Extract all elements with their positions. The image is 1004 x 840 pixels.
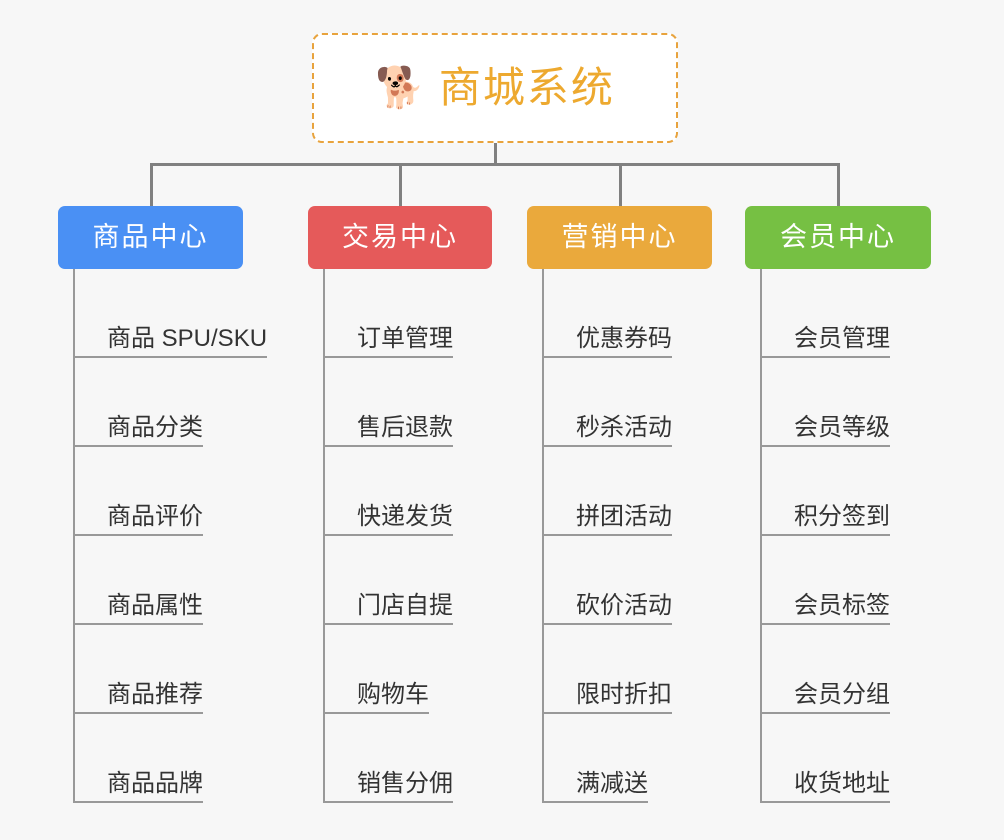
- branch-item[interactable]: 会员分组: [760, 625, 890, 714]
- branch-item-underline: [323, 356, 453, 358]
- branch-item-label: 商品属性: [107, 591, 203, 619]
- branch-item[interactable]: 商品推荐: [73, 625, 267, 714]
- branch-item[interactable]: 销售分佣: [323, 714, 453, 803]
- branch-item-underline: [73, 712, 203, 714]
- branch-spine-line: [542, 269, 544, 803]
- branch-header-product-center[interactable]: 商品中心: [58, 206, 243, 269]
- branch-item-label: 拼团活动: [576, 502, 672, 530]
- branch-item-underline: [323, 534, 453, 536]
- branch-item[interactable]: 商品分类: [73, 358, 267, 447]
- branch-item-label: 商品品牌: [107, 769, 203, 797]
- branch-item[interactable]: 砍价活动: [542, 536, 672, 625]
- branch-item-label: 订单管理: [357, 324, 453, 352]
- branch-item[interactable]: 积分签到: [760, 447, 890, 536]
- branch-item-underline: [542, 356, 672, 358]
- branch-spine-line: [760, 269, 762, 803]
- branch-item-label: 会员标签: [794, 591, 890, 619]
- branch-item-label: 门店自提: [357, 591, 453, 619]
- branch-item-label: 优惠券码: [576, 324, 672, 352]
- branch-item-label: 商品 SPU/SKU: [107, 324, 268, 352]
- branch-item[interactable]: 秒杀活动: [542, 358, 672, 447]
- branch-header-label: 营销中心: [561, 222, 678, 252]
- branch-item[interactable]: 限时折扣: [542, 625, 672, 714]
- branch-item-underline: [73, 623, 203, 625]
- branch-item-underline: [542, 712, 672, 714]
- branch-item-list: 优惠券码秒杀活动拼团活动砍价活动限时折扣满减送: [542, 269, 672, 803]
- branch-item[interactable]: 优惠券码: [542, 269, 672, 358]
- branch-item-underline: [760, 534, 890, 536]
- branch-item-underline: [73, 445, 203, 447]
- branch-item-underline: [73, 356, 267, 358]
- shiba-dog-icon: 🐕: [375, 66, 425, 110]
- branch-item-underline: [760, 445, 890, 447]
- branch-item-underline: [760, 623, 890, 625]
- branch-header-member-center[interactable]: 会员中心: [745, 206, 931, 269]
- branch-item-label: 快递发货: [357, 502, 453, 530]
- branch-item-label: 砍价活动: [576, 591, 672, 619]
- branch-item[interactable]: 满减送: [542, 714, 672, 803]
- branch-item[interactable]: 会员管理: [760, 269, 890, 358]
- branch-item[interactable]: 商品属性: [73, 536, 267, 625]
- branch-item-label: 会员等级: [794, 413, 890, 441]
- branch-header-label: 会员中心: [780, 222, 896, 252]
- branch-drop-line-3: [837, 163, 840, 206]
- branch-item-label: 商品评价: [107, 502, 203, 530]
- branch-item[interactable]: 订单管理: [323, 269, 453, 358]
- branch-header-label: 交易中心: [342, 222, 458, 252]
- branch-item[interactable]: 购物车: [323, 625, 453, 714]
- branch-item[interactable]: 商品评价: [73, 447, 267, 536]
- branch-drop-line-0: [149, 163, 153, 206]
- branch-item-label: 收货地址: [794, 769, 890, 797]
- branch-header-marketing-center[interactable]: 营销中心: [527, 206, 712, 269]
- branch-item-underline: [73, 534, 203, 536]
- root-stem-line: [494, 143, 497, 166]
- branch-item[interactable]: 拼团活动: [542, 447, 672, 536]
- branch-drop-line-1: [399, 163, 402, 206]
- branch-item-underline: [323, 712, 429, 714]
- branch-item-label: 商品推荐: [107, 680, 203, 708]
- branch-spine-line: [73, 269, 75, 803]
- branch-item[interactable]: 商品品牌: [73, 714, 267, 803]
- branch-item-label: 限时折扣: [576, 680, 672, 708]
- horizontal-connector-bar: [150, 163, 838, 166]
- branch-item-label: 会员分组: [794, 680, 890, 708]
- branch-item[interactable]: 商品 SPU/SKU: [73, 269, 267, 358]
- branch-item-underline: [73, 801, 203, 803]
- branch-item-underline: [760, 712, 890, 714]
- branch-item-underline: [542, 445, 672, 447]
- branch-header-trade-center[interactable]: 交易中心: [308, 206, 492, 269]
- root-title: 商城系统: [438, 64, 615, 111]
- branch-item[interactable]: 售后退款: [323, 358, 453, 447]
- branch-item-underline: [760, 801, 890, 803]
- branch-item-label: 会员管理: [794, 324, 890, 352]
- root-node[interactable]: 🐕 商城系统: [312, 33, 678, 143]
- branch-item-label: 满减送: [576, 769, 648, 797]
- branch-item-label: 售后退款: [357, 413, 453, 441]
- branch-item-label: 购物车: [357, 680, 429, 708]
- branch-item-label: 商品分类: [107, 413, 203, 441]
- branch-item-underline: [542, 801, 648, 803]
- branch-header-label: 商品中心: [92, 222, 209, 252]
- branch-item-list: 会员管理会员等级积分签到会员标签会员分组收货地址: [760, 269, 890, 803]
- branch-item-underline: [323, 801, 453, 803]
- branch-item-underline: [542, 623, 672, 625]
- branch-item-underline: [323, 445, 453, 447]
- branch-item[interactable]: 收货地址: [760, 714, 890, 803]
- branch-item-label: 积分签到: [794, 502, 890, 530]
- branch-item[interactable]: 会员等级: [760, 358, 890, 447]
- branch-item-list: 订单管理售后退款快递发货门店自提购物车销售分佣: [323, 269, 453, 803]
- branch-item-underline: [323, 623, 453, 625]
- branch-item[interactable]: 快递发货: [323, 447, 453, 536]
- branch-drop-line-2: [618, 163, 622, 206]
- branch-item[interactable]: 门店自提: [323, 536, 453, 625]
- branch-item-underline: [542, 534, 672, 536]
- branch-item-label: 销售分佣: [357, 769, 453, 797]
- branch-item-label: 秒杀活动: [576, 413, 672, 441]
- branch-item-list: 商品 SPU/SKU 商品分类商品评价商品属性商品推荐商品品牌: [73, 269, 267, 803]
- branch-spine-line: [323, 269, 325, 803]
- branch-item[interactable]: 会员标签: [760, 536, 890, 625]
- branch-item-underline: [760, 356, 890, 358]
